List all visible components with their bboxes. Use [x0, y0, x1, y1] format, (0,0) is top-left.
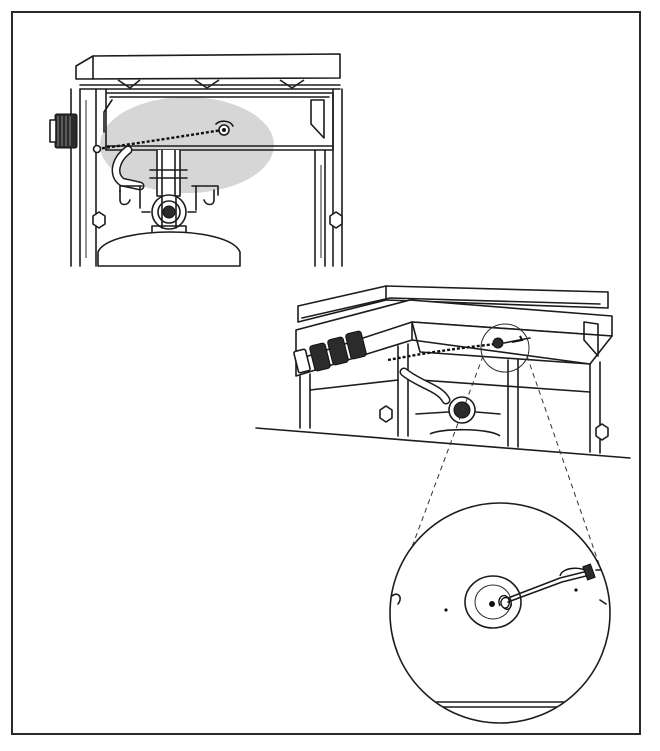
ground-line: [255, 427, 631, 459]
control-knobs: [293, 330, 367, 374]
match-chain: [96, 128, 223, 151]
griddle-top: [75, 53, 341, 80]
zoom-detail: [389, 502, 611, 724]
ignition-hole-perspective: [492, 337, 504, 349]
match-chain-perspective: [387, 342, 497, 362]
detail-callout-circle: [480, 323, 530, 373]
perspective-view-illustration: [255, 285, 631, 459]
highlight-ellipse: [100, 97, 274, 193]
propane-tank: [97, 231, 241, 267]
front-view-illustration: [49, 53, 343, 267]
chain-clip: [582, 563, 596, 581]
